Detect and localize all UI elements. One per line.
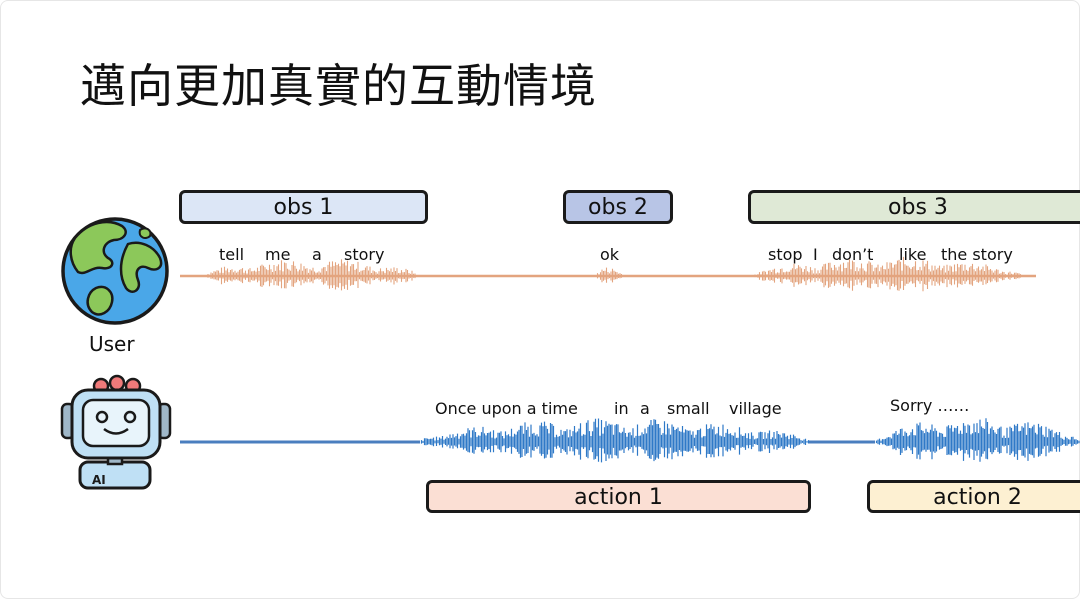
- user-word: don’t: [832, 245, 874, 264]
- obs-2-box: obs 2: [563, 190, 673, 224]
- user-label: User: [89, 332, 135, 356]
- user-word: stop: [768, 245, 803, 264]
- action-1-box: action 1: [426, 480, 811, 513]
- ai-waveforms: [420, 418, 1080, 463]
- waveform: [420, 418, 810, 463]
- waveform: [205, 259, 418, 291]
- globe-icon: [61, 217, 169, 325]
- user-word: a: [312, 245, 322, 264]
- action-2-box: action 2: [867, 480, 1080, 513]
- user-waveforms: [205, 256, 1022, 292]
- user-word: I: [813, 245, 818, 264]
- waveform: [752, 256, 1022, 292]
- user-word: me: [265, 245, 291, 264]
- robot-icon: AI: [60, 374, 172, 490]
- waveform: [596, 267, 623, 283]
- ai-word: small: [667, 399, 710, 418]
- user-word: the story: [941, 245, 1013, 264]
- robot-badge: AI: [92, 473, 106, 487]
- ai-word: in: [614, 399, 629, 418]
- ai-word: village: [729, 399, 782, 418]
- ai-word: Once upon a time: [435, 399, 578, 418]
- waveform: [875, 418, 1080, 462]
- user-word: tell: [219, 245, 245, 264]
- page-title: 邁向更加真實的互動情境: [80, 59, 597, 113]
- user-word: story: [344, 245, 385, 264]
- obs-1-box: obs 1: [179, 190, 428, 224]
- user-word: ok: [600, 245, 620, 264]
- obs-3-box: obs 3: [748, 190, 1080, 224]
- user-word: like: [899, 245, 927, 264]
- ai-word: a: [640, 399, 650, 418]
- ai-word: Sorry ……: [890, 396, 970, 415]
